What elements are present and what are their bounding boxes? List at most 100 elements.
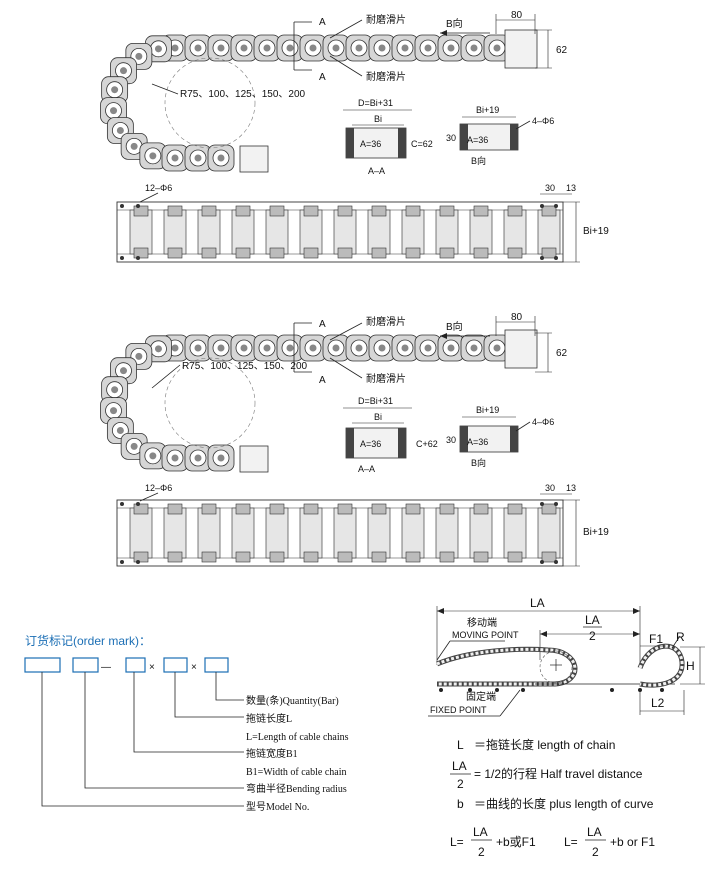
mount-hole	[136, 560, 140, 564]
bending-radius-options: R75、100、125、150、200	[182, 361, 308, 372]
mount-hole	[120, 256, 124, 260]
link-pin-inner	[263, 344, 271, 352]
link-pin-inner	[171, 454, 179, 462]
link-pin-inner	[447, 44, 455, 52]
view-b-label: B向	[446, 320, 463, 333]
section-marker-top: A	[319, 17, 326, 28]
b-definition: ＝曲线的长度 plus length of curve	[474, 796, 654, 811]
ground-dot	[521, 688, 525, 692]
plan-crossbar	[231, 507, 255, 559]
formula-tail-2: +b or F1	[610, 835, 655, 849]
link-pin-inner	[217, 344, 225, 352]
link-pin-inner	[401, 344, 409, 352]
link-pin-inner	[154, 345, 162, 353]
d-dimension-label: D=Bi+31	[358, 396, 393, 406]
legend-length-en: L=Length of cable chains	[246, 732, 349, 743]
plan-side-plate	[133, 503, 149, 515]
plan-side-plate	[303, 247, 319, 259]
link-pin-inner	[149, 452, 157, 460]
bi-label: Bi	[374, 412, 382, 422]
link-pin-inner	[332, 344, 340, 352]
mount-hole	[136, 204, 140, 208]
plan-side-plate	[541, 247, 557, 259]
link-pin-inner	[171, 154, 179, 162]
link-pin-inner	[116, 127, 124, 134]
order-box-quantity	[204, 657, 229, 673]
link-pin-inner	[493, 344, 501, 352]
link-pin-inner	[217, 44, 225, 52]
c62-label: C+62	[416, 439, 438, 449]
bi-label: Bi	[374, 114, 382, 124]
link-pin-inner	[378, 44, 386, 52]
link-pin-inner	[493, 44, 501, 52]
mount-hole	[554, 560, 558, 564]
plan-side-plate	[371, 503, 387, 515]
link-pin-inner	[240, 344, 248, 352]
la-definition: = 1/2的行程 Half travel distance	[474, 766, 643, 781]
hole-spec-4: 4–Φ6	[532, 417, 554, 427]
plan-side-plate	[371, 205, 387, 217]
formula-l-2: L=	[564, 835, 578, 849]
view-b-label: B向	[446, 17, 463, 30]
plan-crossbar	[299, 209, 323, 255]
radius-guide	[164, 57, 256, 149]
plan-side-plate	[133, 551, 149, 563]
order-times-2: ×	[191, 662, 197, 673]
drag-chain-curved-view-2	[100, 329, 538, 473]
order-box-radius	[72, 657, 99, 673]
plan-side-plate	[337, 503, 353, 515]
plan-side-plate	[439, 551, 455, 563]
plan-crossbar	[469, 507, 493, 559]
link-pin-inner	[194, 454, 202, 462]
legend-width-en: B1=Width of cable chain	[246, 767, 346, 778]
plan-side-plate	[235, 551, 251, 563]
plan-crossbar	[231, 209, 255, 255]
plan-side-plate	[507, 247, 523, 259]
l-symbol: L	[457, 738, 464, 752]
section-marker-bottom: A	[319, 375, 326, 386]
wear-slider-label-top: 耐磨滑片	[366, 13, 406, 26]
mount-hole	[554, 204, 558, 208]
plan-side-plate	[303, 551, 319, 563]
link-pin-inner	[401, 44, 409, 52]
mount-hole	[136, 256, 140, 260]
order-dash: —	[101, 662, 111, 673]
ground-dot	[495, 688, 499, 692]
plan-crossbar	[435, 209, 459, 255]
link-pin-inner	[135, 52, 143, 60]
link-pin-inner	[217, 154, 225, 162]
link-pin-inner	[424, 44, 432, 52]
section-aa-label: A–A	[368, 166, 385, 176]
plan-side-plate	[473, 247, 489, 259]
plan-crossbar	[537, 209, 561, 255]
link-pin-inner	[154, 45, 162, 53]
link-pin-inner	[309, 344, 317, 352]
plan-side-plate	[201, 205, 217, 217]
link-pin-inner	[110, 407, 118, 415]
wear-slider-label-bottom: 耐磨滑片	[366, 372, 406, 385]
formula-num-2: LA	[587, 825, 602, 839]
la-label: LA	[530, 596, 545, 610]
view-b-caption: B向	[471, 457, 486, 468]
plan-side-plate	[371, 551, 387, 563]
mount-hole	[136, 502, 140, 506]
ground-dot	[660, 688, 664, 692]
dim-80: 80	[511, 10, 523, 21]
link-pin-inner	[120, 67, 128, 75]
wear-slider-label-top: 耐磨滑片	[366, 315, 406, 328]
section-marker-top: A	[319, 319, 326, 330]
plan-crossbar	[367, 507, 391, 559]
plan-side-plate	[507, 503, 523, 515]
link-pin-inner	[194, 154, 202, 162]
dim-30-plan: 30	[545, 483, 555, 493]
bi19-label: Bi+19	[476, 405, 499, 415]
end-bracket	[239, 445, 269, 473]
a36-label: A=36	[360, 439, 381, 449]
link-pin-inner	[263, 44, 271, 52]
formula-den-1: 2	[478, 845, 485, 859]
plan-side-plate	[167, 551, 183, 563]
plan-crossbar	[163, 507, 187, 559]
l-definition: ＝拖链长度 length of chain	[474, 737, 615, 752]
plan-side-plate	[405, 503, 421, 515]
